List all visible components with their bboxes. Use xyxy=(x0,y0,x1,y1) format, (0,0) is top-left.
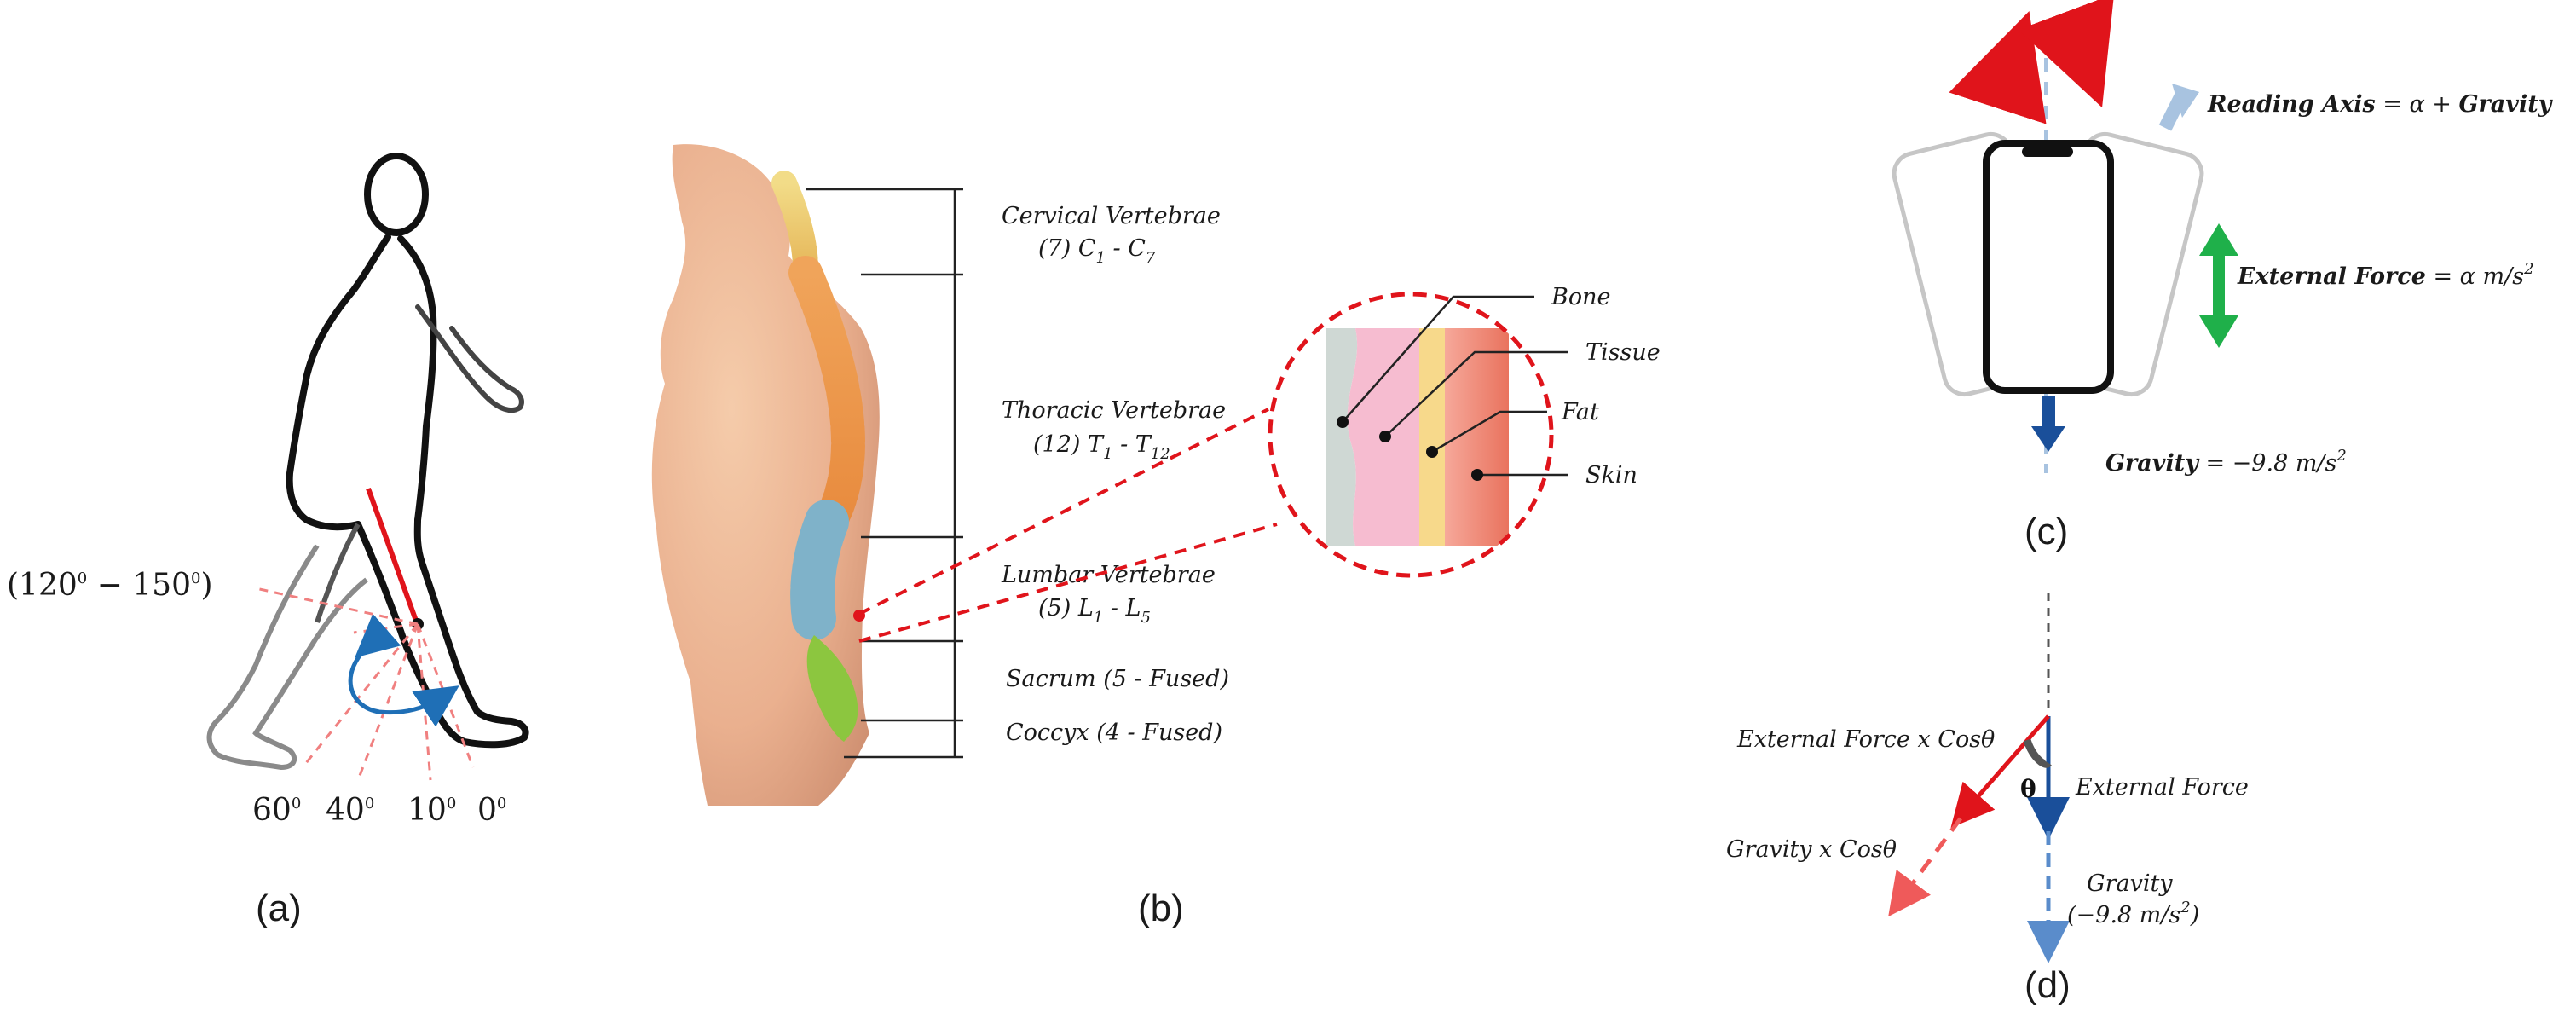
theta-arc xyxy=(2023,738,2052,768)
cervical-range: (7) C1 - C7 xyxy=(1038,235,1156,267)
bone-label: Bone xyxy=(1551,284,1610,310)
knee-rotation-arc xyxy=(348,613,459,727)
panel-a-caption: (a) xyxy=(256,888,302,929)
rotation-arrow xyxy=(1949,0,2115,124)
reading-axis-label: Reading Axis = α + Gravity xyxy=(2207,91,2554,118)
ext-force-cos-label: External Force x Cosθ xyxy=(1736,726,1995,753)
region-brackets xyxy=(806,188,963,759)
spine-lumbar xyxy=(790,500,849,640)
lumbar-title: Lumbar Vertebrae xyxy=(1001,562,1216,588)
gravity-head xyxy=(2031,426,2065,452)
skin-layer xyxy=(1445,328,1509,546)
sacrum-label: Sacrum (5 - Fused) xyxy=(1006,666,1229,692)
bone-layer xyxy=(1326,328,1358,546)
ext-force-cos-vector xyxy=(1950,714,2050,828)
figure-arm xyxy=(415,304,524,413)
zoom-connector-top xyxy=(858,408,1269,616)
bone-leader xyxy=(1342,295,1534,423)
fat-label: Fat xyxy=(1561,399,1599,425)
thoracic-range: (12) T1 - T12 xyxy=(1033,431,1170,463)
skin-label: Skin xyxy=(1585,462,1637,489)
panel-b: Cervical Vertebrae (7) C1 - C7 Thoracic … xyxy=(651,144,1661,929)
panel-d-caption: (d) xyxy=(2024,964,2071,1006)
angle-40-label: 400 xyxy=(326,793,374,828)
external-force-label-d: External Force xyxy=(2075,774,2249,801)
gravity-value-label: (−9.8 m/s2) xyxy=(2067,899,2199,928)
panel-a: (1200 − 1500) 600 400 100 00 (a) xyxy=(7,153,529,929)
range-label: (1200 − 1500) xyxy=(7,568,212,603)
figure-head xyxy=(364,153,429,236)
fat-leader xyxy=(1431,410,1547,454)
lumbar-range: (5) L1 - L5 xyxy=(1038,595,1151,627)
thoracic-title: Thoracic Vertebrae xyxy=(1002,397,1226,424)
external-force-label: External Force = α m/s2 xyxy=(2237,260,2534,290)
theta-label: θ xyxy=(2020,775,2036,803)
phone-main xyxy=(1983,140,2114,394)
external-force-head-bottom xyxy=(2199,315,2238,348)
tissue-label: Tissue xyxy=(1585,339,1661,366)
tissue-leader xyxy=(1384,350,1568,437)
spine-thoracic xyxy=(788,256,866,537)
external-force-head-top xyxy=(2199,223,2238,256)
gravity-cos-vector xyxy=(1888,817,1963,917)
panel-d: θ External Force x Cosθ External Force G… xyxy=(1726,593,2249,1006)
zoom-connector-bottom xyxy=(858,523,1278,643)
tissue-zoom: Bone Tissue Fat Skin xyxy=(1268,284,1661,578)
panel-c: Reading Axis = α + Gravity External Forc… xyxy=(1892,0,2554,552)
gravity-label-d: Gravity xyxy=(2087,870,2173,897)
thigh-line xyxy=(366,487,419,622)
reading-axis-head xyxy=(2172,84,2199,118)
figure-body xyxy=(286,234,437,531)
panel-b-caption: (b) xyxy=(1138,888,1184,929)
fat-layer xyxy=(1419,328,1445,546)
phone-notch xyxy=(2022,147,2073,157)
cervical-title: Cervical Vertebrae xyxy=(1002,203,1221,229)
panel-c-caption: (c) xyxy=(2024,511,2068,552)
sacrum xyxy=(806,635,858,742)
angle-0-label: 00 xyxy=(477,793,506,828)
zoom-circle xyxy=(1268,292,1554,578)
coccyx-label: Coccyx (4 - Fused) xyxy=(1006,720,1222,746)
gravity-cos-label: Gravity x Cosθ xyxy=(1726,836,1897,863)
angle-10-label: 100 xyxy=(407,793,456,828)
gravity-label: Gravity = −9.8 m/s2 xyxy=(2105,447,2347,477)
ghost-leg xyxy=(206,544,368,771)
figure-back-leg xyxy=(315,523,361,623)
angle-60-label: 600 xyxy=(252,793,301,828)
